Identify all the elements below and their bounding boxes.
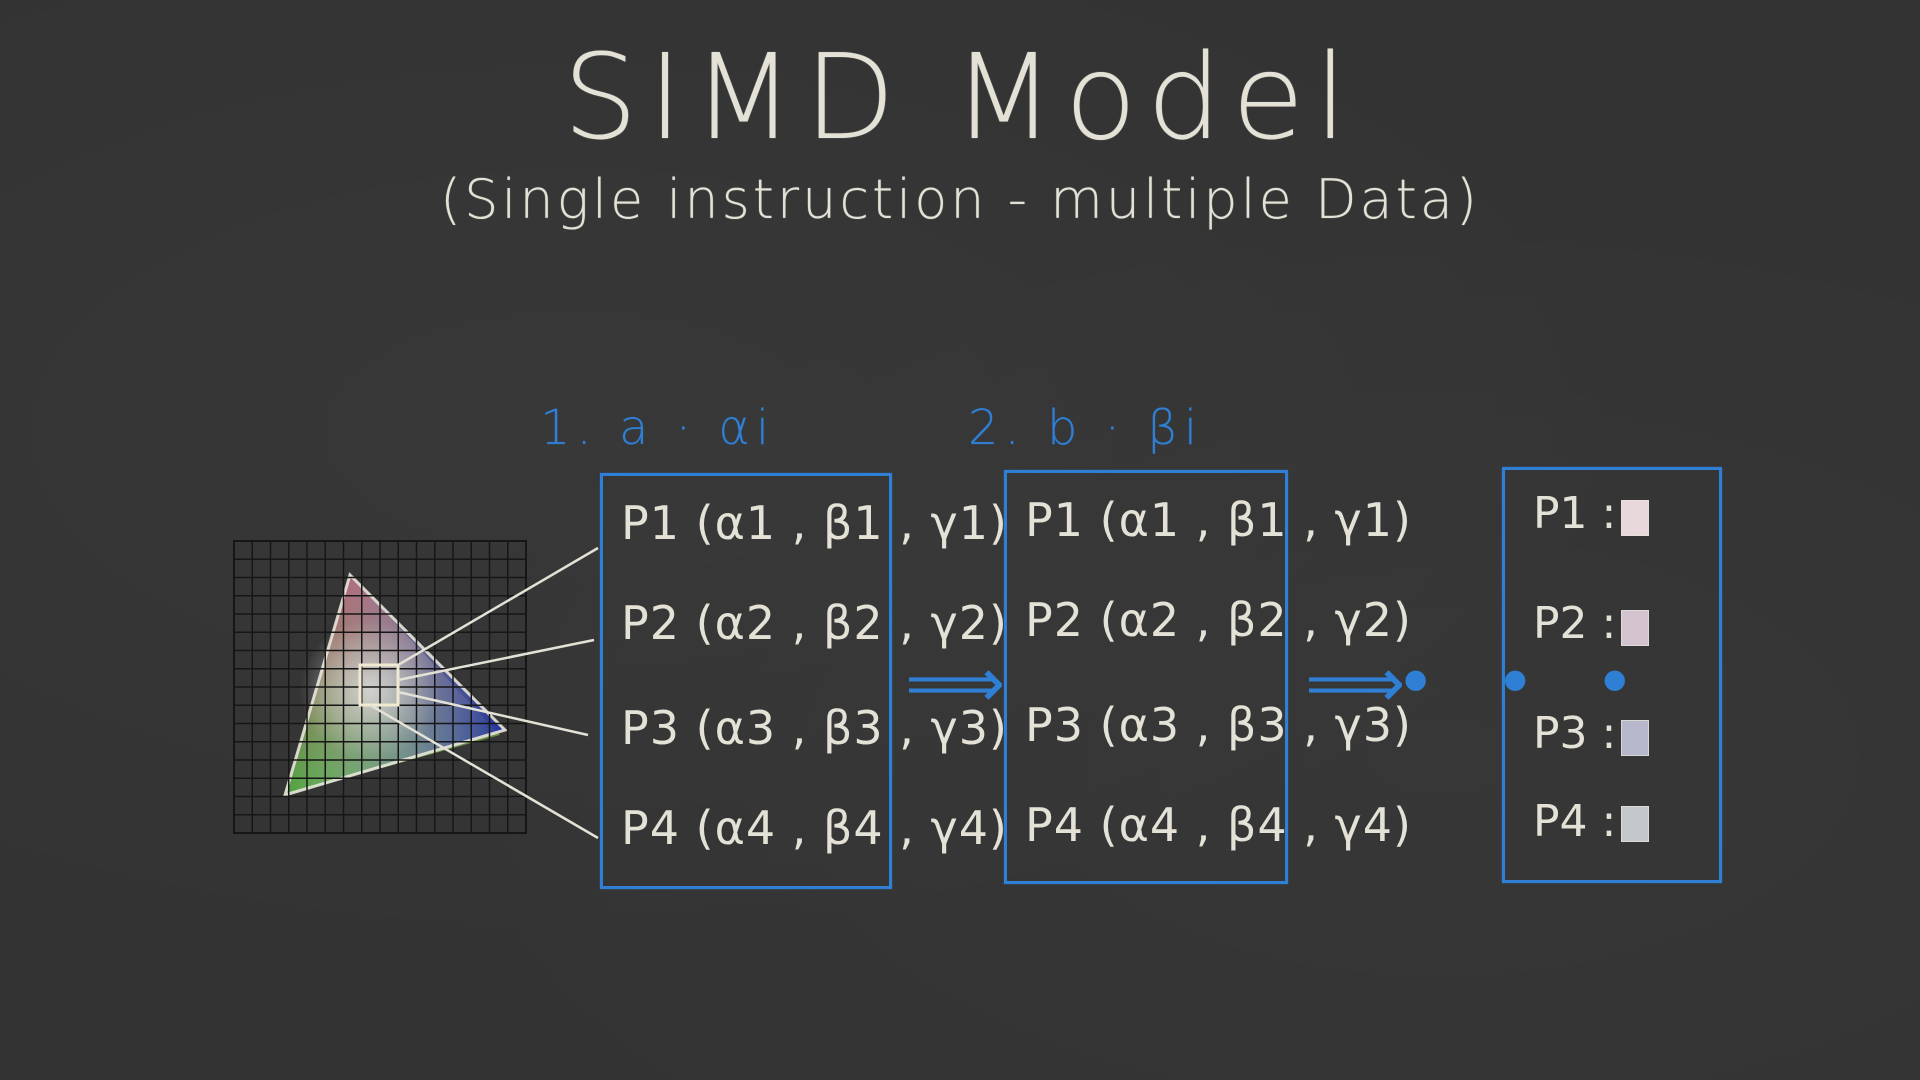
box2-row-p1: P1 (α1 , β1 , γ1) — [1025, 493, 1412, 547]
connector-line-p2 — [397, 638, 595, 682]
output-swatch-p2 — [1621, 610, 1649, 646]
box1-row-p2: P2 (α2 , β2 , γ2) — [621, 596, 1008, 650]
pixel-grid — [233, 540, 527, 834]
output-swatch-p4 — [1621, 806, 1649, 842]
output-row-p4: P4 : — [1533, 796, 1617, 847]
step-1-box: P1 (α1 , β1 , γ1) P2 (α2 , β2 , γ2) P3 (… — [600, 473, 1007, 889]
connector-line-p1 — [397, 546, 599, 667]
box1-row-p1: P1 (α1 , β1 , γ1) — [621, 496, 1008, 550]
box1-row-p4: P4 (α4 , β4 , γ4) — [621, 801, 1008, 855]
step-2-label: 2. b · βi — [968, 400, 1204, 456]
box1-row-p3: P3 (α3 , β3 , γ3) — [621, 701, 1008, 755]
page-title: SIMD Model — [562, 28, 1358, 166]
output-box: P1 : P2 : P3 : P4 : — [1502, 467, 1722, 883]
page-subtitle: (Single instruction - multiple Data) — [440, 168, 1480, 231]
ellipsis-dots: • • • — [1395, 642, 1654, 724]
highlighted-pixels — [358, 663, 400, 707]
triangle-outline — [282, 572, 508, 798]
box2-row-p3: P3 (α3 , β3 , γ3) — [1025, 698, 1412, 752]
connector-line-p4 — [369, 703, 599, 840]
step-2-box: P1 (α1 , β1 , γ1) P2 (α2 , β2 , γ2) P3 (… — [1004, 470, 1411, 884]
connector-line-p3 — [397, 690, 589, 737]
grid-border — [233, 540, 527, 834]
output-row-p3: P3 : — [1533, 708, 1617, 759]
output-row-p2: P2 : — [1533, 598, 1617, 649]
output-swatch-p3 — [1621, 720, 1649, 756]
output-row-p1: P1 : — [1533, 488, 1617, 539]
box2-row-p2: P2 (α2 , β2 , γ2) — [1025, 593, 1412, 647]
output-swatch-p1 — [1621, 500, 1649, 536]
arrow-2: ⟹ — [1305, 642, 1406, 724]
step-1-label: 1. a · αi — [540, 400, 776, 456]
arrow-1: ⟹ — [905, 642, 1006, 724]
triangle-white-center — [300, 620, 440, 760]
box2-row-p4: P4 (α4 , β4 , γ4) — [1025, 798, 1412, 852]
